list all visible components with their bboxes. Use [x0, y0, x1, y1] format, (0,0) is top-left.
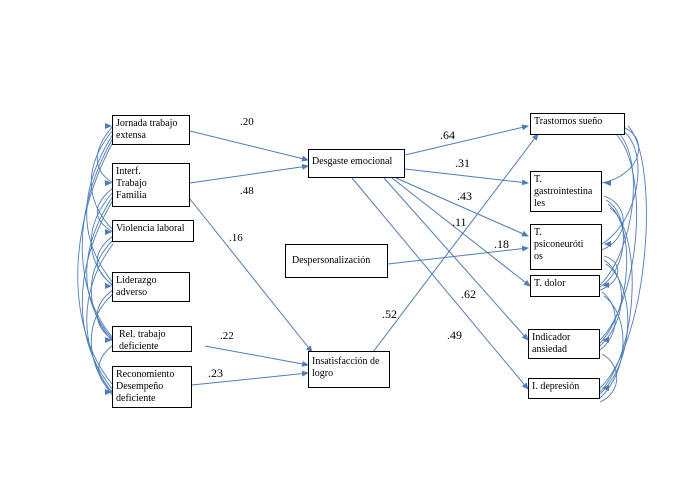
node-liderazgo: Liderazgo adverso: [112, 272, 190, 302]
node-depresion: I. depresión: [528, 378, 600, 399]
node-ansiedad: Indicador ansiedad: [528, 329, 600, 359]
path-reconocimiento-insatisfaccion: [191, 370, 309, 386]
node-desgaste: Desgaste emocional: [308, 149, 405, 178]
coef-jornada-desgaste: .20: [240, 116, 254, 128]
path-interf-desgaste: [189, 163, 309, 184]
right-correlations: [599, 125, 647, 403]
coef-desgaste-depresion: .49: [447, 328, 462, 342]
node-rel: Rel. trabajo deficiente: [112, 326, 192, 352]
path-interf-insatisfaccion: [189, 198, 313, 353]
coef-reconocimiento-insatisfaccion: .23: [208, 366, 223, 380]
node-jornada: Jornada trabajo extensa: [112, 115, 190, 145]
coef-desgaste-ansiedad: .62: [461, 287, 476, 301]
coef-interf-insatisfaccion: .16: [229, 232, 243, 244]
path-rel-insatisfaccion: [204, 345, 309, 367]
path-desgaste-psico: [395, 177, 529, 237]
path-desgaste-dolor: [391, 177, 531, 287]
coef-insatisfaccion-trastornos: .52: [382, 307, 397, 321]
path-desgaste-ansiedad: [383, 177, 529, 341]
coef-desgaste-psico: .43: [457, 189, 472, 203]
node-violencia: Violencia laboral: [112, 220, 194, 242]
left-correlations: [77, 125, 114, 397]
node-insatisfaccion: Insatisfacción de logro: [308, 351, 390, 388]
path-insatisfaccion-trastornos: [369, 133, 539, 357]
coef-desgaste-trastornos: .64: [440, 128, 455, 142]
node-psico: T. psiconeuróti os: [530, 224, 602, 270]
path-desgaste-gastro: [404, 168, 529, 186]
node-trastornos: Trastornos sueño: [530, 113, 625, 135]
path-jornada-desgaste: [189, 130, 309, 162]
path-desgaste-trastornos: [404, 124, 529, 156]
coef-desgaste-dolor: .11: [452, 215, 467, 229]
coef-despersonalizacion-psico: .18: [494, 237, 509, 251]
node-interf: Interf. Trabajo Familia: [112, 163, 190, 207]
node-dolor: T. dolor: [530, 275, 600, 297]
coef-interf-desgaste: .48: [240, 185, 254, 197]
node-gastro: T. gastrointestina les: [530, 171, 602, 212]
node-reconocimiento: Reconomiento Desempeño deficiente: [112, 366, 192, 408]
node-despersonalizacion: Despersonalización: [285, 244, 388, 278]
path-desgaste-depresion: [351, 177, 529, 390]
path-despersonalizacion-psico: [387, 245, 529, 265]
coef-rel-insatisfaccion: .22: [220, 330, 234, 342]
coef-desgaste-gastro: .31: [455, 156, 470, 170]
